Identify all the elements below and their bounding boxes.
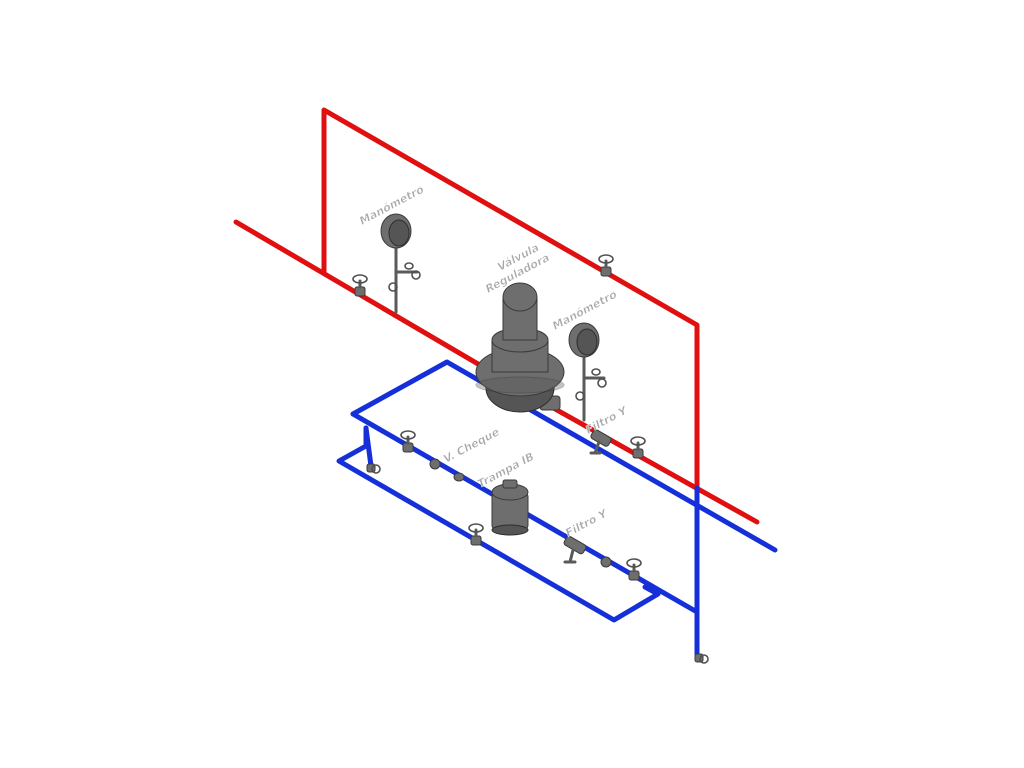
steam-bypass-line xyxy=(321,107,700,491)
gate-valve-icon[interactable] xyxy=(598,254,614,277)
label-v-cheque: V. Cheque xyxy=(441,425,502,466)
gate-valve-icon[interactable] xyxy=(630,436,646,459)
steam-trap-icon[interactable] xyxy=(491,479,529,536)
gate-valve-icon[interactable] xyxy=(366,463,381,474)
gate-valve-icon[interactable] xyxy=(626,558,642,581)
y-strainer-icon[interactable] xyxy=(589,429,612,455)
pressure-regulator-icon[interactable] xyxy=(475,282,565,413)
check-valve-icon[interactable] xyxy=(429,458,465,482)
union-fitting-icon xyxy=(600,556,612,568)
condensate-stub xyxy=(363,425,374,469)
steam-piping xyxy=(233,107,760,525)
pressure-gauge-icon[interactable] xyxy=(380,213,421,314)
gate-valve-icon[interactable] xyxy=(400,430,416,453)
condensate-main-line xyxy=(350,359,778,553)
gate-valve-icon[interactable] xyxy=(468,523,484,546)
label-filtro-y-1: Filtro Y xyxy=(583,404,630,437)
gate-valve-icon[interactable] xyxy=(694,653,709,664)
gate-valve-icon[interactable] xyxy=(352,274,368,297)
y-strainer-icon[interactable] xyxy=(563,535,587,564)
label-filtro-y-2: Filtro Y xyxy=(563,507,610,540)
pressure-gauge-icon[interactable] xyxy=(568,322,607,422)
